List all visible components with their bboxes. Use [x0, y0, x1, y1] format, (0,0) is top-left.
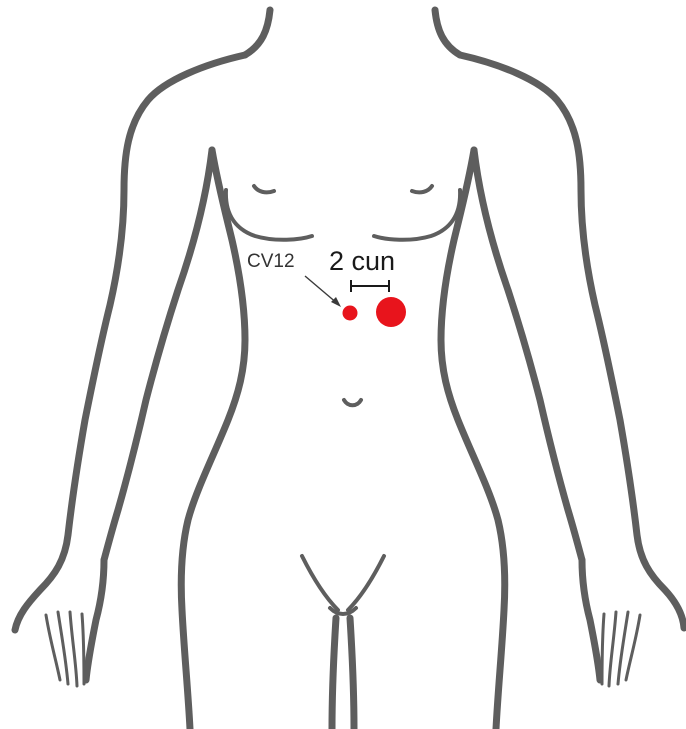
- cv12-label: CV12: [247, 251, 295, 272]
- left-breast-curve: [226, 190, 312, 240]
- distance-scale-bar: [351, 280, 389, 292]
- lateral-acupoint-marker: [376, 297, 406, 327]
- groin-line-right: [348, 556, 384, 610]
- left-finger: [82, 614, 84, 684]
- distance-label: 2 cun: [329, 246, 395, 276]
- right-torso-side: [441, 150, 505, 729]
- cv12-acupoint-marker: [343, 306, 358, 321]
- right-hand: [582, 560, 640, 686]
- left-inner-leg: [332, 618, 336, 729]
- right-finger: [609, 612, 616, 686]
- left-nipple-mark: [254, 186, 274, 192]
- right-nipple-mark: [412, 186, 432, 192]
- cv12-pointer-line: [305, 276, 338, 304]
- left-finger: [46, 615, 60, 680]
- right-breast-curve: [374, 190, 460, 240]
- groin-line-left: [302, 556, 338, 610]
- navel-mark: [344, 400, 361, 405]
- left-shoulder-arm-outer: [15, 55, 245, 630]
- left-hand: [46, 560, 104, 686]
- right-finger: [626, 615, 640, 680]
- left-palm-outline: [86, 560, 104, 680]
- neck-left-line: [245, 10, 270, 55]
- crotch-curve: [330, 608, 356, 614]
- left-finger: [70, 612, 77, 686]
- right-inner-leg: [350, 618, 354, 729]
- body-outline: [15, 10, 684, 729]
- right-palm-outline: [582, 560, 600, 680]
- right-shoulder-arm-outer: [460, 55, 684, 628]
- neck-right-line: [435, 10, 460, 55]
- left-torso-side: [181, 150, 245, 729]
- right-finger: [602, 614, 604, 684]
